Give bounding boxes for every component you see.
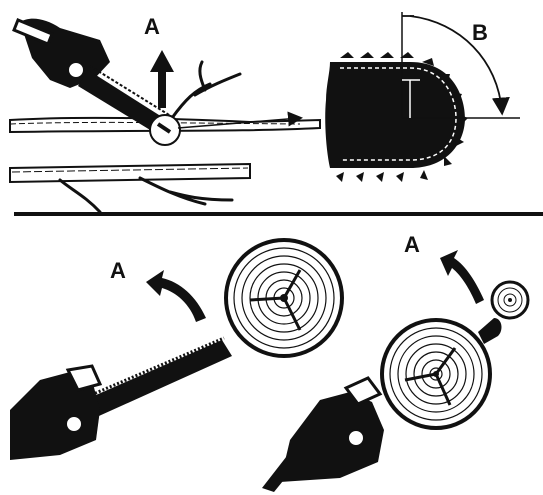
label-a-top: A — [144, 14, 160, 39]
lower-log — [10, 164, 250, 182]
bottom-right-guide-bar — [478, 318, 501, 344]
small-branch-end — [492, 282, 528, 318]
label-a-bottom-left: A — [110, 258, 126, 283]
log-end-left — [226, 240, 342, 356]
bottom-left-guide-bar — [80, 340, 232, 420]
bottom-right-chainsaw — [262, 378, 384, 492]
log-end-right — [382, 320, 490, 428]
lower-twigs — [60, 178, 232, 212]
bar-tip-detail: B — [325, 12, 520, 182]
top-branch-scene: A — [10, 14, 320, 212]
bottom-left-chainsaw — [10, 338, 232, 460]
kickback-arrow-up — [150, 50, 174, 108]
kickback-arrow-curve-right — [440, 250, 484, 304]
label-a-bottom-right: A — [404, 232, 420, 257]
label-b: B — [472, 20, 488, 45]
twig — [172, 62, 240, 118]
bottom-left-scene: A — [10, 240, 342, 460]
kickback-arrow-curve-left — [146, 270, 206, 322]
